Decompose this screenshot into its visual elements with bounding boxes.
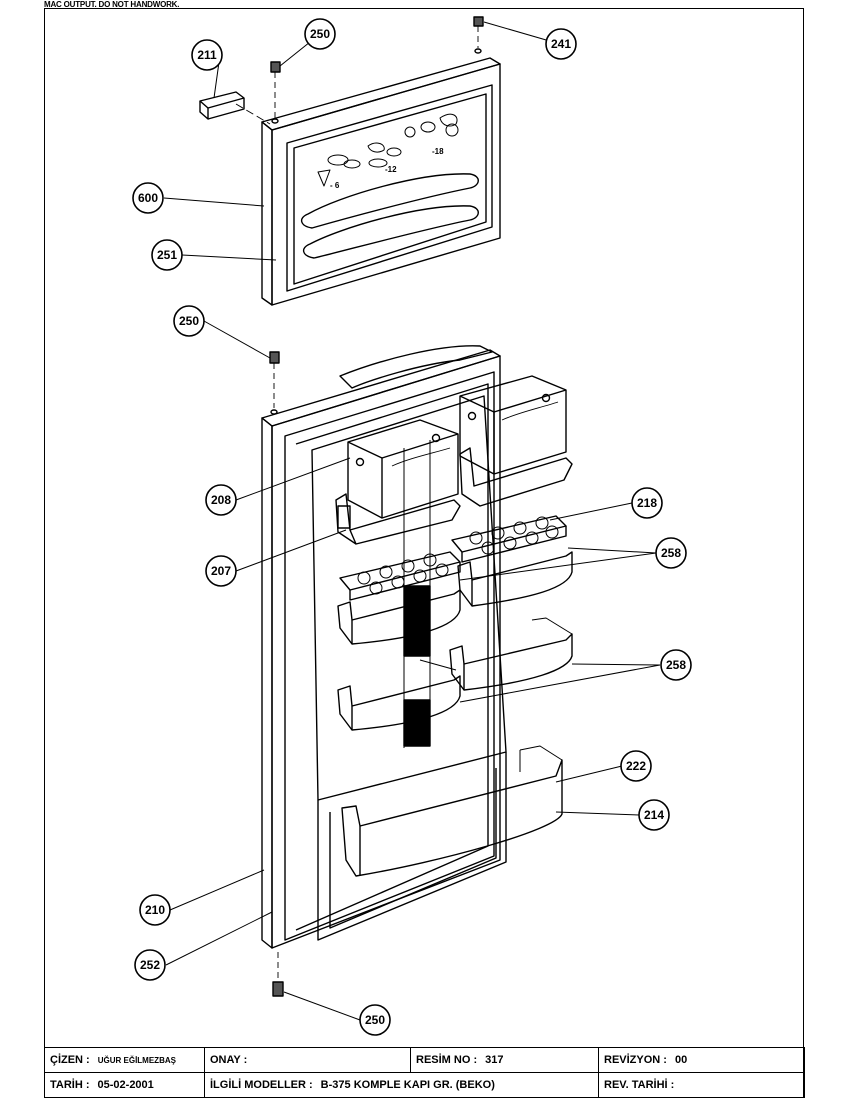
- dairy-compartment-right: [459, 375, 567, 475]
- callout: 252: [134, 949, 166, 981]
- door-shelf: [457, 551, 573, 607]
- onay-label: ONAY :: [210, 1054, 248, 1066]
- callout-label: 252: [140, 958, 160, 972]
- egg-tray-left: [339, 551, 461, 601]
- callout: 600: [132, 182, 164, 214]
- leader-lines: [163, 21, 661, 1021]
- ilgili-modeller-cell: İLGİLİ MODELLER : B-375 KOMPLE KAPI GR. (…: [204, 1072, 599, 1098]
- header-note: MAC OUTPUT. DO NOT HANDWORK.: [44, 0, 180, 9]
- rev-tarihi-label: REV. TARİHİ :: [604, 1079, 675, 1091]
- cizen-value: UĞUR EĞİLMEZBAŞ: [97, 1056, 176, 1065]
- egg-tray-218: [451, 515, 567, 563]
- cizen-cell: ÇİZEN : UĞUR EĞİLMEZBAŞ: [44, 1047, 205, 1073]
- title-block: ÇİZEN : UĞUR EĞİLMEZBAŞ ONAY : RESİM NO :…: [44, 1047, 805, 1098]
- food-pictograms: [317, 113, 459, 187]
- resim-cell: RESİM NO : 317: [410, 1047, 599, 1073]
- hinge-pin-top: [270, 61, 281, 124]
- callout: 258: [660, 649, 692, 681]
- callout-label: 600: [138, 191, 158, 205]
- callout-label: 210: [145, 903, 165, 917]
- revizyon-cell: REVİZYON : 00: [598, 1047, 805, 1073]
- tarih-cell: TARİH : 05-02-2001: [44, 1072, 205, 1098]
- ilgili-label: İLGİLİ MODELLER :: [210, 1079, 313, 1091]
- door-shelf: [449, 617, 573, 691]
- shelf-right-upper: [459, 447, 573, 507]
- tarih-label: TARİH :: [50, 1079, 90, 1091]
- callout: 222: [620, 750, 652, 782]
- drawing-frame: [44, 8, 804, 1098]
- callout-label: 250: [179, 314, 199, 328]
- callout: 207: [205, 555, 237, 587]
- callout: 250: [304, 18, 336, 50]
- hinge-pin-middle: [269, 351, 280, 415]
- tarih-value: 05-02-2001: [97, 1079, 154, 1091]
- callout: 218: [631, 487, 663, 519]
- freezer-mark: -18: [432, 147, 444, 156]
- callout-label: 251: [157, 248, 177, 262]
- dairy-compartment-208: [347, 419, 459, 519]
- callout-label: 258: [666, 658, 686, 672]
- callout-label: 241: [551, 37, 571, 51]
- callout-label: 208: [211, 493, 231, 507]
- callout: 241: [545, 28, 577, 60]
- callout: 251: [151, 239, 183, 271]
- callout: 208: [205, 484, 237, 516]
- resim-value: 317: [485, 1054, 504, 1066]
- shelf-207: [335, 493, 461, 545]
- callout-label: 218: [637, 496, 657, 510]
- callout-label: 207: [211, 564, 231, 578]
- callout-label: 250: [365, 1013, 385, 1027]
- hinge-pin-bottom: [272, 952, 284, 997]
- onay-cell: ONAY :: [204, 1047, 411, 1073]
- callout-label: 258: [661, 546, 681, 560]
- callout: 250: [359, 1004, 391, 1036]
- callout-label: 211: [197, 48, 217, 62]
- callout: 214: [638, 799, 670, 831]
- door-shelf: [337, 589, 461, 645]
- door-shelf: [337, 659, 461, 731]
- callout: 211: [191, 39, 223, 71]
- hinge-bushing-241: [473, 16, 484, 54]
- revizyon-label: REVİZYON :: [604, 1054, 667, 1066]
- callout: 258: [655, 537, 687, 569]
- hinge-plate-211: [199, 91, 271, 125]
- callout: 210: [139, 894, 171, 926]
- freezer-mark: -12: [385, 165, 397, 174]
- fridge-door: [261, 345, 507, 949]
- bottle-shelf-214: [341, 745, 563, 877]
- ilgili-value: B-375 KOMPLE KAPI GR. (BEKO): [320, 1079, 495, 1091]
- freezer-door: - 6 -12 -18: [261, 57, 501, 306]
- callout-label: 214: [644, 808, 664, 822]
- revizyon-value: 00: [674, 1054, 688, 1066]
- cizen-label: ÇİZEN :: [50, 1054, 90, 1066]
- callout-label: 222: [626, 759, 646, 773]
- callout: 250: [173, 305, 205, 337]
- callout-label: 250: [310, 27, 330, 41]
- resim-label: RESİM NO :: [416, 1054, 478, 1066]
- rev-tarihi-cell: REV. TARİHİ :: [598, 1072, 805, 1098]
- freezer-mark: - 6: [330, 181, 340, 190]
